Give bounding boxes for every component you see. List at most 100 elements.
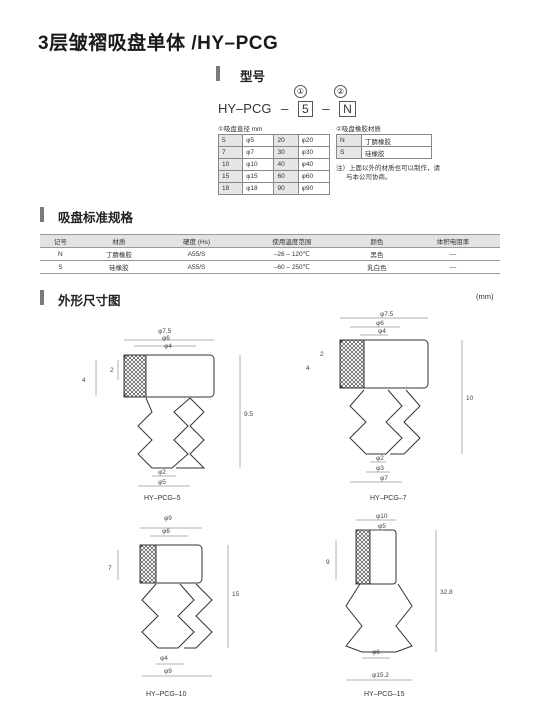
dim-label: φ15.2: [372, 672, 389, 679]
column-header: 使用温度范围: [236, 234, 348, 248]
dim-label: φ9: [164, 668, 172, 675]
dim-label: φ2: [376, 455, 384, 462]
dim-label: φ4: [164, 343, 172, 350]
drawing-caption: HY–PCG–10: [146, 691, 187, 698]
unit-label: (mm): [476, 292, 494, 301]
spec-table: 记号 材质 硬度 (Hs) 使用温度范围 颜色 体积电阻率 N 丁腈橡胶 A55…: [40, 234, 500, 274]
material-title: ②吸盘橡胶材质: [336, 126, 381, 133]
table-row: 18 φ18 90 φ90: [217, 182, 331, 195]
table-cell: 硅橡胶: [361, 146, 432, 159]
dim-label: φ4: [160, 655, 168, 662]
table-cell: —: [406, 247, 500, 261]
dim-label: 9.5: [244, 411, 253, 418]
model-diameter-box: 5: [297, 101, 313, 117]
drawing-caption: HY–PCG–5: [144, 495, 181, 502]
model-prefix: HY–PCG: [218, 101, 272, 116]
table-row: N 丁腈橡胶 A55/S –26 – 120℃ 黑色 —: [40, 247, 500, 261]
dim-label: φ5: [158, 479, 166, 486]
dim-label: φ6: [162, 335, 170, 342]
dim-label: φ6: [372, 649, 380, 656]
page-title: 3层皱褶吸盘单体 /HY–PCG: [38, 33, 279, 54]
table-cell: N: [40, 247, 81, 261]
dim-label: φ4: [378, 328, 386, 335]
table-cell: 黑色: [347, 247, 407, 261]
table-cell: 10: [217, 158, 244, 171]
table-cell: S: [336, 146, 362, 159]
table-row: S 硅橡胶 A55/S –60 – 250℃ 乳白色 —: [40, 260, 500, 274]
drawing-pcg-7: [339, 318, 462, 482]
dim-label: φ7: [380, 475, 388, 482]
table-row: S 硅橡胶: [336, 146, 432, 159]
dim-label: 2: [110, 367, 114, 374]
dim-label: φ5: [378, 523, 386, 530]
column-header: 颜色: [347, 234, 407, 248]
table-cell: A55/S: [156, 260, 237, 274]
column-header: 材质: [80, 234, 157, 248]
dim-label: 4: [306, 365, 310, 372]
drawing-caption: HY–PCG–15: [364, 691, 405, 698]
dim-label: φ7.5: [380, 311, 394, 318]
table-row: 15 φ15 60 φ60: [217, 170, 331, 183]
dim-label: 7: [108, 565, 112, 572]
dim-label: 10: [466, 395, 474, 402]
table-cell: –60 – 250℃: [236, 260, 348, 274]
column-header: 记号: [40, 234, 81, 248]
table-cell: φ30: [297, 146, 331, 159]
material-table: N 丁腈橡胶 S 硅橡胶: [336, 134, 432, 159]
table-cell: 乳白色: [347, 260, 407, 274]
circle-2: ②: [334, 85, 347, 98]
table-row: 5 φ5 20 φ20: [217, 134, 331, 147]
drawing-pcg-10: [118, 528, 228, 676]
dim-label: 2: [320, 351, 324, 358]
dim-label: 15: [232, 591, 240, 598]
dim-label: φ2: [158, 469, 166, 476]
dim-label: φ3: [376, 465, 384, 472]
drawing-heading: 外形尺寸图: [58, 294, 121, 308]
diameter-table: 5 φ5 20 φ20 7 φ7 30 φ30 10 φ10 40 φ40 15…: [217, 134, 331, 195]
table-header-row: 记号 材质 硬度 (Hs) 使用温度范围 颜色 体积电阻率: [40, 234, 500, 248]
dim-label: φ6: [376, 320, 384, 327]
table-cell: 60: [273, 170, 299, 183]
table-cell: φ18: [242, 182, 275, 195]
spec-heading: 吸盘标准规格: [58, 211, 134, 225]
model-material-box: N: [339, 101, 356, 117]
table-cell: 20: [273, 134, 299, 147]
table-cell: 硅橡胶: [80, 260, 157, 274]
table-cell: A55/S: [156, 247, 237, 261]
table-cell: 90: [273, 182, 299, 195]
column-header: 体积电阻率: [406, 234, 500, 248]
table-cell: 丁腈橡胶: [80, 247, 157, 261]
dash: –: [322, 101, 330, 116]
table-cell: 15: [217, 170, 244, 183]
dim-label: 9: [326, 559, 330, 566]
section-bar: [40, 290, 44, 305]
note-line-1: 注）上面以外的材质也可以制作，请: [336, 165, 440, 172]
table-cell: φ60: [297, 170, 331, 183]
dim-label: 32.8: [440, 589, 453, 596]
table-cell: 18: [217, 182, 244, 195]
drawing-pcg-15: [336, 520, 436, 680]
table-row: 10 φ10 40 φ40: [217, 158, 331, 171]
dim-label: φ7.5: [158, 328, 172, 335]
dim-label: 4: [82, 377, 86, 384]
drawing-pcg-5: [96, 340, 240, 486]
dim-label: φ10: [376, 513, 388, 520]
section-bar: [216, 66, 220, 81]
model-heading: 型号: [240, 70, 266, 84]
section-bar: [40, 207, 44, 222]
table-row: N 丁腈橡胶: [336, 134, 432, 147]
table-cell: 5: [217, 134, 244, 147]
circle-1: ①: [294, 85, 307, 98]
note-line-2: 与本公司协商。: [346, 174, 392, 181]
table-cell: —: [406, 260, 500, 274]
table-cell: –26 – 120℃: [236, 247, 348, 261]
column-header: 硬度 (Hs): [156, 234, 237, 248]
dash: –: [281, 101, 289, 116]
table-cell: S: [40, 260, 81, 274]
dim-label: φ9: [164, 515, 172, 522]
dim-label: φ6: [162, 528, 170, 535]
model-code: HY–PCG – 5 – N: [218, 101, 356, 117]
drawing-caption: HY–PCG–7: [370, 495, 407, 502]
table-cell: φ90: [297, 182, 331, 195]
